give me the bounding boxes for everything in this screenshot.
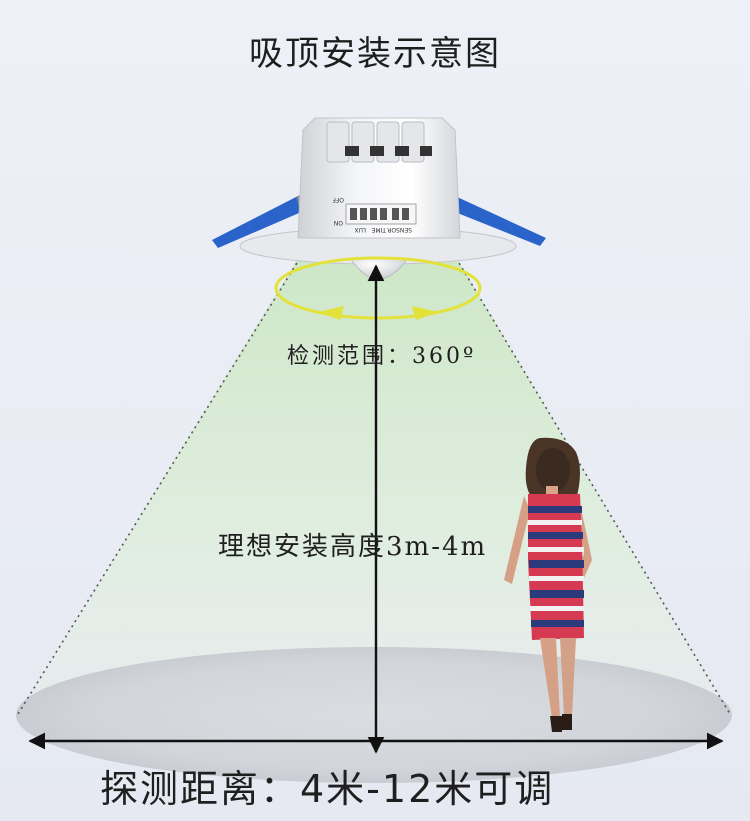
- terminal-block: [326, 121, 432, 163]
- walking-person-illustration: [504, 437, 592, 732]
- detection-cone: [20, 255, 728, 712]
- dip-label-time: TIME: [371, 226, 387, 233]
- spring-clip-right: [450, 196, 546, 246]
- install-height-label: 理想安装高度3m-4m: [218, 532, 488, 562]
- detection-range-label: 检测范围：360º: [287, 344, 477, 369]
- cone-edge-right: [455, 257, 731, 715]
- dip-label-sensor: SENSOR: [387, 226, 412, 233]
- page-title: 吸顶安装示意图: [249, 34, 501, 74]
- dip-switch-panel: OFF ON LUX TIME SENSOR: [332, 196, 417, 233]
- dip-label-lux: LUX: [354, 226, 366, 233]
- dip-label-off: OFF: [332, 196, 344, 203]
- sensor-device: OFF ON LUX TIME SENSOR: [212, 117, 546, 280]
- spring-clip-left: [212, 195, 306, 248]
- dip-label-on: ON: [334, 219, 343, 226]
- detection-distance-label: 探测距离：4米-12米可调: [100, 767, 555, 811]
